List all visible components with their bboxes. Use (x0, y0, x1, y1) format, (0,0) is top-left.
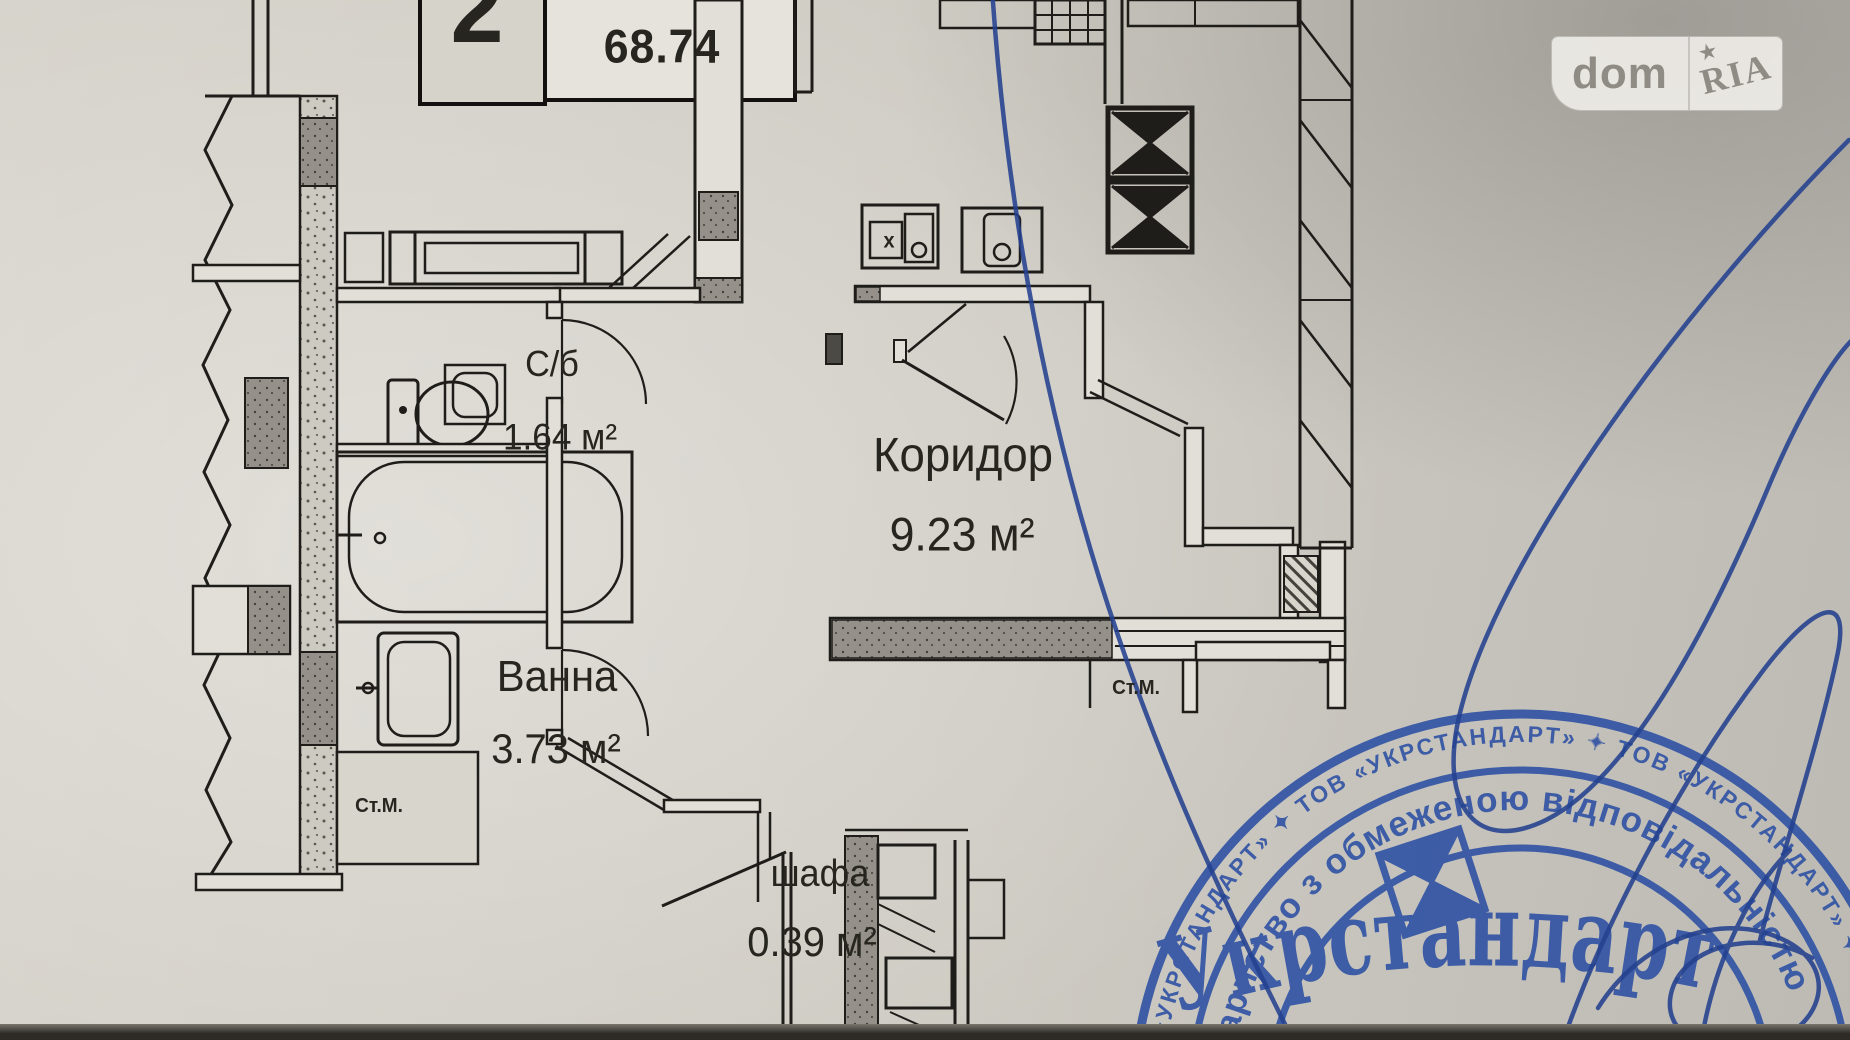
bathtub-icon (335, 450, 634, 624)
domria-watermark: dom ★ RIA (1552, 37, 1782, 110)
east-braced-wall (1298, 0, 1354, 550)
ria-logo: ★ RIA (1683, 27, 1790, 120)
left-wall-section (191, 0, 344, 892)
stamp-bowtie-icon (1374, 824, 1490, 940)
stove-icon (1033, 0, 1107, 46)
closet-door-leaf (661, 850, 787, 908)
room-hall-area: 9.23 м² (889, 507, 1035, 561)
total-area-label: 68.74 (603, 19, 721, 73)
bathroom (335, 450, 634, 866)
stamp-middle-circle (1192, 766, 1848, 1040)
room-closet-area: 0.39 м² (747, 918, 877, 965)
wc-sink-icon (443, 363, 507, 426)
riser-box (335, 750, 480, 866)
closet-area (555, 736, 1006, 1040)
entry-door (825, 303, 1018, 425)
room-bath-name: Ванна (496, 652, 618, 701)
info-boxes (418, 0, 797, 106)
kitchen-sink2-icon (960, 206, 1044, 274)
room-wc-area: 1.64 м² (502, 416, 618, 458)
pen-signature (990, 0, 1850, 1040)
vent-shaft-icon-1 (1105, 105, 1195, 181)
kitchen-sink-icon (860, 203, 940, 270)
room-closet-name: шафа (770, 853, 870, 895)
room-bath-area: 3.73 м² (491, 725, 621, 772)
room-hall-name: Коридор (872, 429, 1054, 482)
rooms-count-box (418, 0, 547, 106)
photo-edge (0, 1024, 1850, 1040)
central-wall (335, 0, 814, 304)
kitchen (853, 0, 1300, 304)
riser-hall-label: Ст.М. (1112, 677, 1160, 699)
vent-shaft-icon-2 (1105, 179, 1195, 255)
wall-break-zigzag (201, 95, 234, 877)
toilet-icon (386, 378, 490, 450)
dom-logo: dom (1572, 48, 1668, 98)
hall-bottom-wall (828, 616, 1347, 714)
total-area-box (543, 0, 797, 102)
stamp-outer-circle (1134, 709, 1850, 1040)
door-arc-wc (560, 318, 648, 405)
kitchen-tap-label: х (883, 229, 895, 253)
stamp-inner-circle (1271, 844, 1769, 1040)
upper-room-cabinets (343, 230, 691, 301)
wet-rooms-right-wall (545, 300, 650, 746)
washbasin-icon (356, 631, 460, 747)
door-arc-bath (560, 648, 650, 737)
watermark-divider (1688, 37, 1690, 110)
rooms-count-label: 2 (450, 0, 504, 64)
riser-bath-label: Ст.М. (355, 795, 403, 817)
room-wc-name: С/б (525, 343, 579, 384)
hall-right-walls (1083, 300, 1347, 664)
